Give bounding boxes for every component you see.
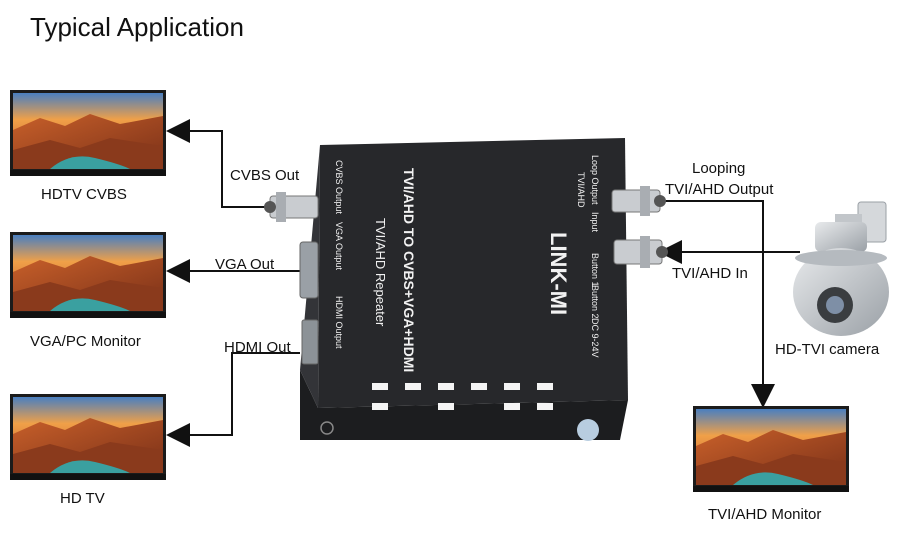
display-label-hd-tv: HD TV xyxy=(60,490,105,507)
tv-tvi-ahd-monitor xyxy=(693,406,849,492)
loop-output-line xyxy=(660,200,775,408)
device-main-text: TVI/AHD TO CVBS+VGA+HDMI xyxy=(401,168,417,372)
port-label-cvbs: CVBS Output xyxy=(334,160,344,215)
hdmi-line xyxy=(166,352,300,447)
port-label-loop: Loop Output xyxy=(590,155,600,205)
tv-hdtv-cvbs xyxy=(10,90,166,176)
page-title: Typical Application xyxy=(30,12,244,42)
device-sub-text: TVI/AHD Repeater xyxy=(373,218,388,327)
hdmi-connector xyxy=(301,319,319,365)
tvi-ahd-in-label: TVI/AHD In xyxy=(672,265,748,282)
converter-device: TVI/AHD TO CVBS+VGA+HDMI TVI/AHD Repeate… xyxy=(300,138,628,441)
hdmi-out-label: HDMI Out xyxy=(224,339,291,356)
bnc-loop-connector xyxy=(611,186,666,216)
tv-vga-monitor xyxy=(10,232,166,318)
camera-label: HD-TVI camera xyxy=(775,341,880,358)
button-2-label: Button 2 xyxy=(590,285,600,319)
vga-out-label: VGA Out xyxy=(215,256,275,273)
looping-label-line1: Looping xyxy=(692,160,746,177)
port-label-vga: VGA Output xyxy=(334,222,344,271)
port-label-input: Input xyxy=(590,212,600,233)
connection-lines xyxy=(166,119,800,447)
device-brand: LINK-MI xyxy=(546,232,571,315)
cvbs-out-label: CVBS Out xyxy=(230,167,300,184)
power-label: DC 9-24V xyxy=(590,318,600,358)
bnc-cvbs-connector xyxy=(264,192,319,222)
camera-icon xyxy=(793,201,889,336)
display-label-tvi-ahd-monitor: TVI/AHD Monitor xyxy=(708,506,822,523)
display-label-hdtv-cvbs: HDTV CVBS xyxy=(41,186,127,203)
looping-label-line2: TVI/AHD Output xyxy=(665,181,774,198)
port-label-hdmi: HDMI Output xyxy=(334,296,344,349)
vga-connector xyxy=(299,241,319,299)
display-label-vga-monitor: VGA/PC Monitor xyxy=(30,333,141,350)
button-1-label: Button 1 xyxy=(590,253,600,287)
tv-hd-tv xyxy=(10,394,166,480)
cvbs-line xyxy=(166,119,270,208)
port-label-tvi: TVI/AHD xyxy=(576,172,586,208)
bnc-input-connector xyxy=(613,236,668,268)
